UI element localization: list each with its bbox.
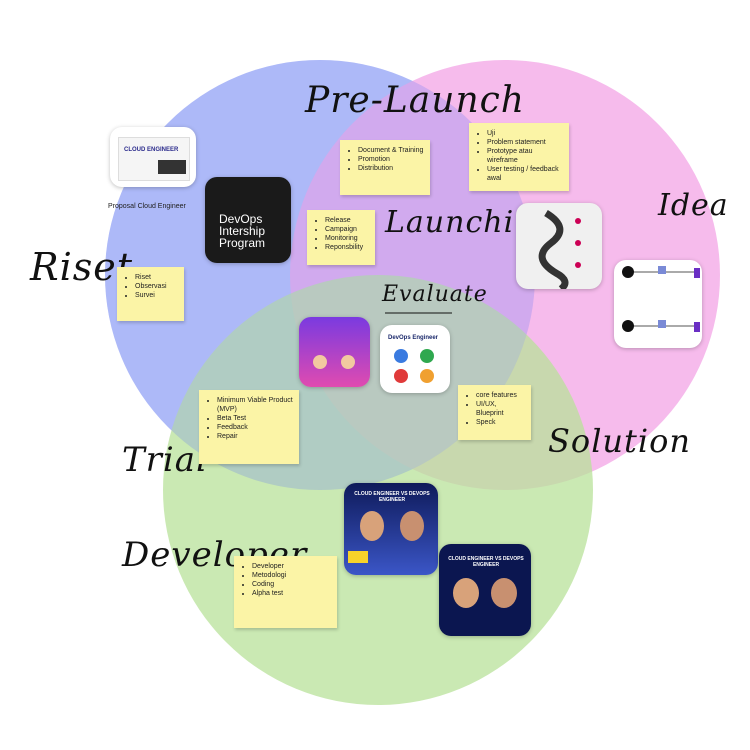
note-item: Monitoring [325,234,369,243]
note-idea: Uji Problem statement Prototype atau wir… [469,123,569,191]
devops-program-card[interactable]: DevOps Intership Program [205,177,291,263]
note-item: Feedback [217,423,293,432]
note-item: Coding [252,580,331,589]
note-item: Release [325,216,369,225]
note-item: Observasi [135,282,178,291]
note-item: Uji [487,129,563,138]
note-item: Problem statement [487,138,563,147]
note-item: Document & Training [358,146,424,155]
note-item: Distribution [358,164,424,173]
note-item: Promotion [358,155,424,164]
label-evaluate: Evaluate [382,282,488,307]
note-item: Beta Test [217,414,293,423]
proposal-cloud-engineer-card[interactable]: CLOUD ENGINEER [110,127,196,187]
label-trial: Trial [122,440,208,480]
note-developer: Developer Metodologi Coding Alpha test [234,556,337,628]
note-item: Metodologi [252,571,331,580]
vs-card-1[interactable]: CLOUD ENGINEER VS DEVOPS ENGINEER [344,483,438,575]
label-prelaunch: Pre-Launch [305,80,525,121]
roadmap-icon [538,209,581,289]
note-trial: Minimum Viable Product (MVP) Beta Test F… [199,390,299,464]
vs-card-1-title: CLOUD ENGINEER VS DEVOPS ENGINEER [354,491,430,503]
note-riset: Riset Observasi Survei [117,267,184,321]
label-riset: Riset [30,245,134,289]
note-item: Riset [135,273,178,282]
note-item: Prototype atau wireframe [487,147,563,165]
note-launching: Release Campaign Monitoring Reponsbility [307,210,375,265]
note-prelaunch: Document & Training Promotion Distributi… [340,140,430,195]
architecture-card[interactable] [614,260,702,348]
note-item: UI/UX, Blueprint [476,400,525,418]
roadmap-card[interactable] [516,203,602,289]
proposal-caption: Proposal Cloud Engineer [108,203,186,210]
vs-card-2-title: CLOUD ENGINEER VS DEVOPS ENGINEER [448,556,524,568]
webinar-pink-card[interactable] [299,317,370,387]
note-item: Reponsbility [325,243,369,252]
label-idea: Idea [658,188,729,223]
note-solution: core features UI/UX, Blueprint Speck [458,385,531,440]
note-item: Speck [476,418,525,427]
vs-card-2[interactable]: CLOUD ENGINEER VS DEVOPS ENGINEER [439,544,531,636]
note-item: core features [476,391,525,400]
note-item: Campaign [325,225,369,234]
note-item: Alpha test [252,589,331,598]
note-item: User testing / feedback awal [487,165,563,183]
note-item: Developer [252,562,331,571]
note-item: Repair [217,432,293,441]
note-item: Survei [135,291,178,300]
devops-engineer-card[interactable]: DevOps Engineer [380,325,450,393]
devops-program-title: DevOps Intership Program [219,212,266,250]
architecture-diagram-icon [622,266,700,332]
note-item: Minimum Viable Product (MVP) [217,396,293,414]
devops-engineer-title: DevOps Engineer [388,335,439,341]
label-solution: Solution [548,422,691,460]
proposal-title: CLOUD ENGINEER [124,147,179,153]
